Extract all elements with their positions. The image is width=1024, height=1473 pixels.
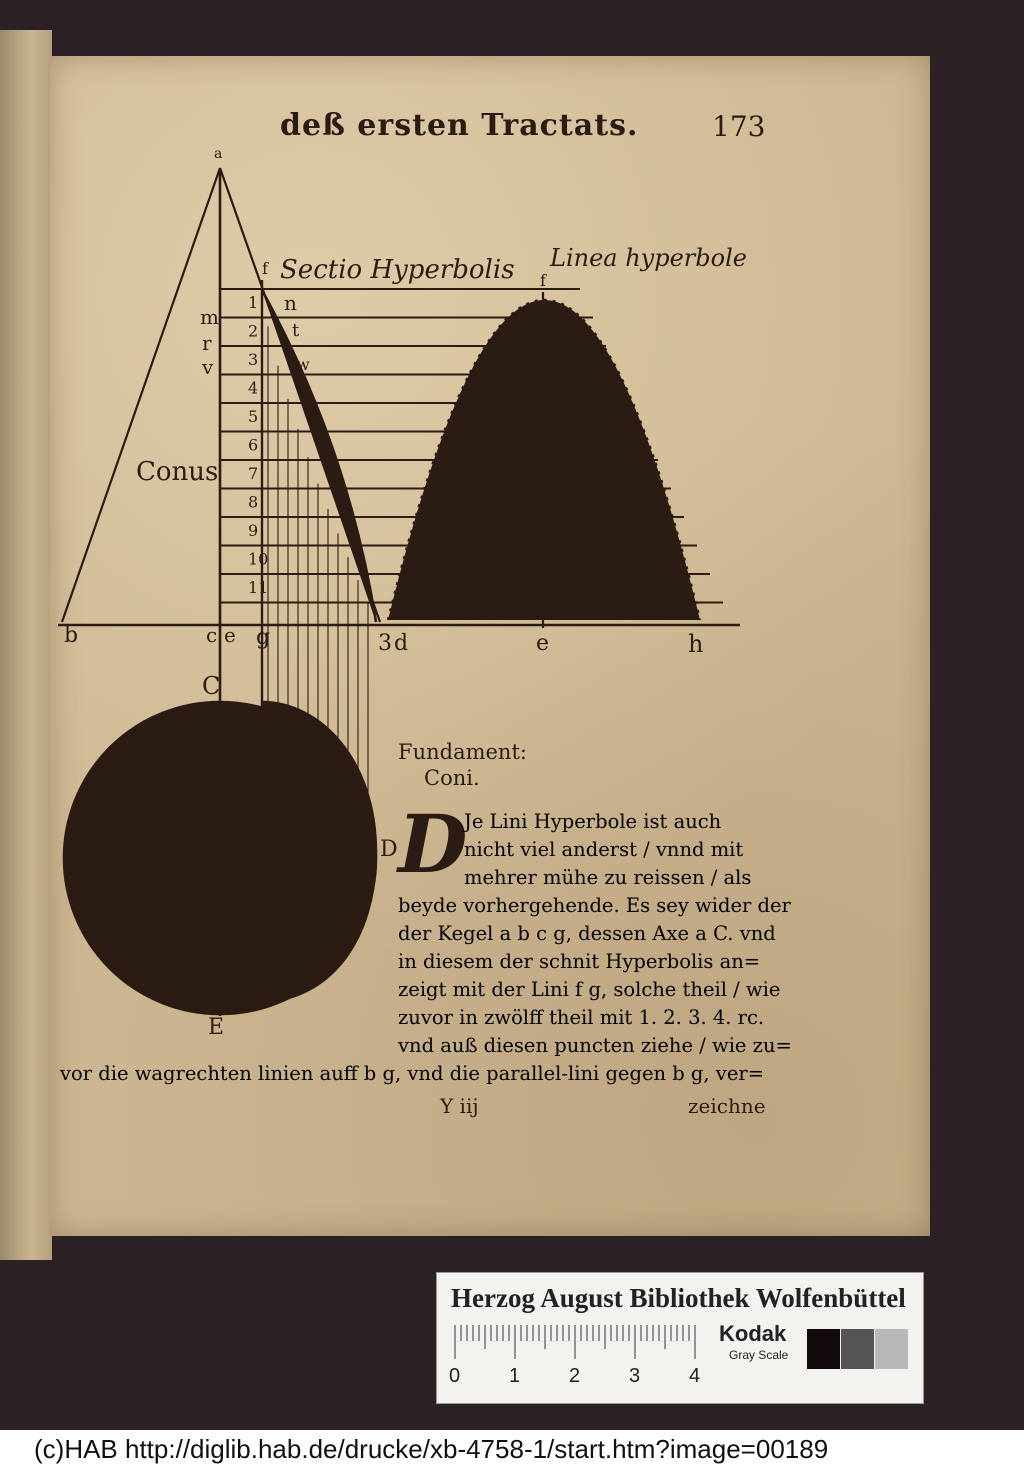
level-number-right: 7 bbox=[545, 477, 556, 498]
drop-cap-initial: D bbox=[398, 797, 468, 891]
text-line: in diesem der schnit Hyperbolis an= bbox=[398, 950, 761, 973]
level-number-left: 11 bbox=[248, 578, 268, 597]
label-f-right: f bbox=[540, 271, 547, 290]
copyright-bar bbox=[0, 1430, 1024, 1473]
text-line: vor die wagrechten linien auff b g, vnd … bbox=[60, 1062, 765, 1085]
label-c-base: c bbox=[206, 623, 217, 647]
level-number-left: 10 bbox=[248, 550, 268, 569]
ruler-tick-0: 0 bbox=[449, 1365, 461, 1387]
label-r: r bbox=[202, 331, 212, 355]
label-e: e bbox=[224, 623, 236, 647]
ruler-tick-4: 4 bbox=[689, 1365, 701, 1387]
text-line: zuvor in zwölff theil mit 1. 2. 3. 4. rc… bbox=[398, 1006, 765, 1029]
level-number-right: 4 bbox=[545, 392, 556, 413]
level-number-left: 1 bbox=[248, 293, 258, 312]
level-number-left: 5 bbox=[248, 407, 258, 426]
label-g: g bbox=[256, 625, 270, 650]
label-apex: a bbox=[214, 146, 222, 162]
ruler-tick-3: 3 bbox=[629, 1365, 641, 1387]
level-number-right: 11 bbox=[545, 591, 568, 612]
heading-fundament: Fundament: bbox=[398, 740, 527, 764]
text-line: beyde vorhergehende. Es sey wider der bbox=[398, 894, 791, 917]
label-w: w bbox=[296, 355, 310, 374]
level-number-right: 8 bbox=[545, 506, 556, 527]
label-v: v bbox=[201, 355, 214, 379]
gray-scale-label: Gray Scale bbox=[729, 1348, 789, 1362]
library-color-card: Herzog August Bibliothek Wolfenbüttel 0 … bbox=[436, 1272, 924, 1404]
library-name: Herzog August Bibliothek Wolfenbüttel bbox=[451, 1283, 906, 1313]
label-b: b bbox=[64, 623, 78, 648]
running-header: deß ersten Tractats. bbox=[280, 108, 639, 143]
level-number-left: 4 bbox=[248, 379, 258, 398]
facing-page-edge bbox=[0, 30, 52, 1260]
label-A: A bbox=[209, 831, 225, 855]
label-m: m bbox=[200, 305, 219, 329]
level-number-left: 6 bbox=[248, 436, 258, 455]
circle-arcs bbox=[261, 741, 299, 963]
gray-patch-light bbox=[875, 1329, 908, 1369]
level-number-left: 8 bbox=[248, 493, 258, 512]
label-n: n bbox=[284, 291, 297, 315]
gray-patch-dark bbox=[841, 1329, 874, 1369]
circle-arc bbox=[261, 741, 299, 963]
level-number-right: 3 bbox=[545, 363, 556, 384]
level-number-right: 5 bbox=[545, 420, 556, 441]
catchword: zeichne bbox=[688, 1094, 766, 1118]
label-C: C bbox=[202, 672, 220, 700]
level-number-left: 7 bbox=[248, 464, 258, 483]
scale-ruler bbox=[454, 1325, 696, 1359]
label-d: d bbox=[394, 631, 408, 656]
heading-coni: Coni. bbox=[424, 766, 480, 790]
label-E: E bbox=[208, 1015, 224, 1040]
hyperbola-diagram: a f Sectio Hyperbolis f Linea hyperbole … bbox=[58, 146, 747, 1040]
label-o: o bbox=[252, 854, 260, 870]
half-ellipse bbox=[261, 700, 378, 1004]
body-text: Fundament: Coni. D bbox=[398, 740, 778, 884]
page-number: 173 bbox=[712, 110, 766, 143]
label-h: h bbox=[688, 630, 703, 658]
level-number-right: 6 bbox=[545, 449, 556, 470]
level-number-right: 1 bbox=[545, 306, 556, 327]
label-D: D bbox=[380, 837, 398, 862]
text-line: zeigt mit der Lini f g, solche theil / w… bbox=[398, 978, 781, 1001]
text-line: mehrer mühe zu reissen / als bbox=[464, 866, 752, 889]
label-linea-hyperbole: Linea hyperbole bbox=[549, 244, 747, 272]
level-number-right: 9 bbox=[545, 534, 556, 555]
ruler-tick-1: 1 bbox=[509, 1365, 521, 1387]
label-e-right: e bbox=[536, 631, 549, 656]
signature-mark: Y iij bbox=[440, 1094, 479, 1118]
level-number-right: 2 bbox=[545, 335, 556, 356]
label-conus: Conus bbox=[136, 457, 218, 487]
copyright-url: (c)HAB http://diglib.hab.de/drucke/xb-47… bbox=[34, 1434, 829, 1464]
text-line: der Kegel a b c g, dessen Axe a C. vnd bbox=[398, 922, 776, 945]
label-B: B bbox=[66, 831, 82, 856]
ruler-tick-2: 2 bbox=[569, 1365, 581, 1387]
text-line: Je Lini Hyperbole ist auch bbox=[464, 810, 722, 833]
label-3: 3 bbox=[378, 631, 392, 656]
level-number-right: 10 bbox=[545, 563, 568, 584]
label-sectio-hyperbolis: Sectio Hyperbolis bbox=[280, 255, 515, 285]
book-page bbox=[50, 56, 930, 1236]
cone-left-edge bbox=[60, 167, 222, 623]
text-line: nicht viel anderst / vnnd mit bbox=[464, 838, 744, 861]
gray-patch-black bbox=[807, 1329, 840, 1369]
section-curve bbox=[260, 289, 378, 623]
level-number-left: 2 bbox=[248, 322, 258, 341]
level-number-left: 9 bbox=[248, 521, 258, 540]
label-f-left: f bbox=[262, 259, 269, 278]
text-line: vnd auß diesen puncten ziehe / wie zu= bbox=[398, 1034, 792, 1057]
kodak-logo: Kodak bbox=[719, 1321, 787, 1346]
level-number-left: 3 bbox=[248, 350, 258, 369]
label-t: t bbox=[292, 320, 300, 341]
